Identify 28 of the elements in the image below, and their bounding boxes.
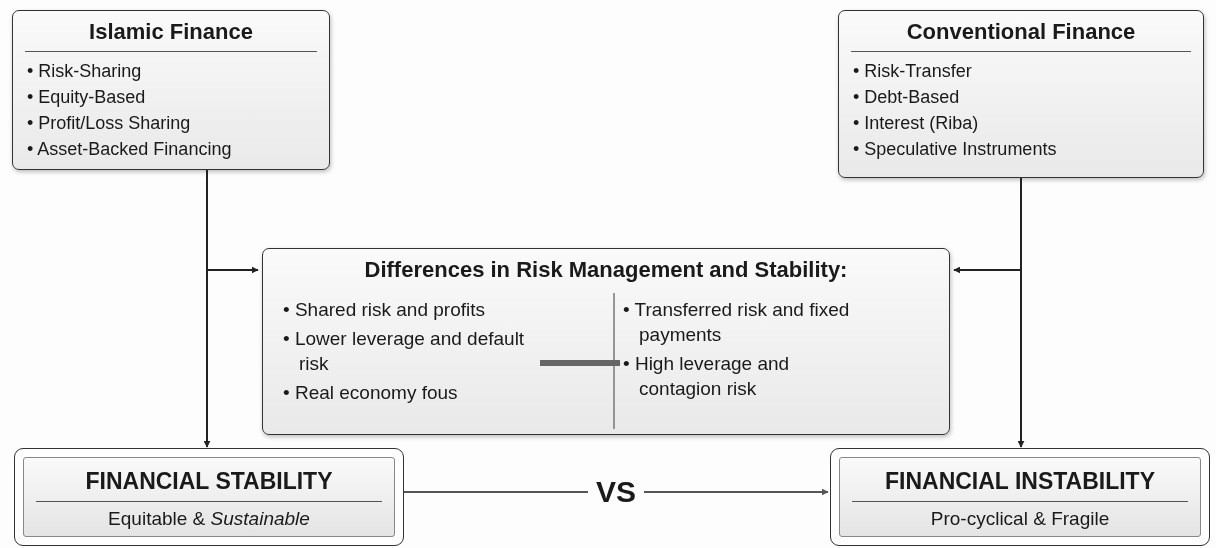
bullet-item: • Speculative Instruments bbox=[853, 138, 1058, 161]
card-box bbox=[838, 10, 1204, 178]
result-subtitle: Equitable & Sustainable bbox=[107, 507, 311, 531]
bullet-item: • Lower leverage and default risk bbox=[283, 327, 526, 376]
bullet-item: • Risk-Transfer bbox=[853, 60, 973, 83]
box-heading: Islamic Finance bbox=[88, 18, 254, 46]
arrow bbox=[203, 169, 211, 448]
bullet-item: • High leverage and contagion risk bbox=[623, 352, 791, 401]
bullet-item: • Profit/Loss Sharing bbox=[27, 112, 192, 135]
result-box bbox=[14, 448, 404, 546]
card-box bbox=[262, 248, 950, 435]
result-box bbox=[830, 448, 1210, 546]
bullet-item: • Transferred risk and fixed payments bbox=[623, 298, 851, 347]
card-box bbox=[12, 10, 330, 170]
bullet-item: • Equity-Based bbox=[27, 86, 147, 109]
box-heading: Conventional Finance bbox=[905, 18, 1137, 46]
bullet-item: • Risk-Sharing bbox=[27, 60, 143, 83]
result-heading: FINANCIAL INSTABILITY bbox=[884, 467, 1156, 496]
box-heading: Differences in Risk Management and Stability: bbox=[363, 256, 849, 284]
bullet-item: • Shared risk and profits bbox=[283, 298, 487, 322]
result-heading: FINANCIAL STABILITY bbox=[84, 467, 334, 496]
bullet-item: • Debt-Based bbox=[853, 86, 961, 109]
arrow bbox=[540, 360, 621, 366]
bullet-item: • Interest (Riba) bbox=[853, 112, 980, 135]
result-subtitle: Pro-cyclical & Fragile bbox=[929, 507, 1111, 531]
bullet-item: • Asset-Backed Financing bbox=[27, 138, 233, 161]
bullet-item: • Real economy fous bbox=[283, 381, 459, 405]
arrow bbox=[1017, 177, 1025, 448]
